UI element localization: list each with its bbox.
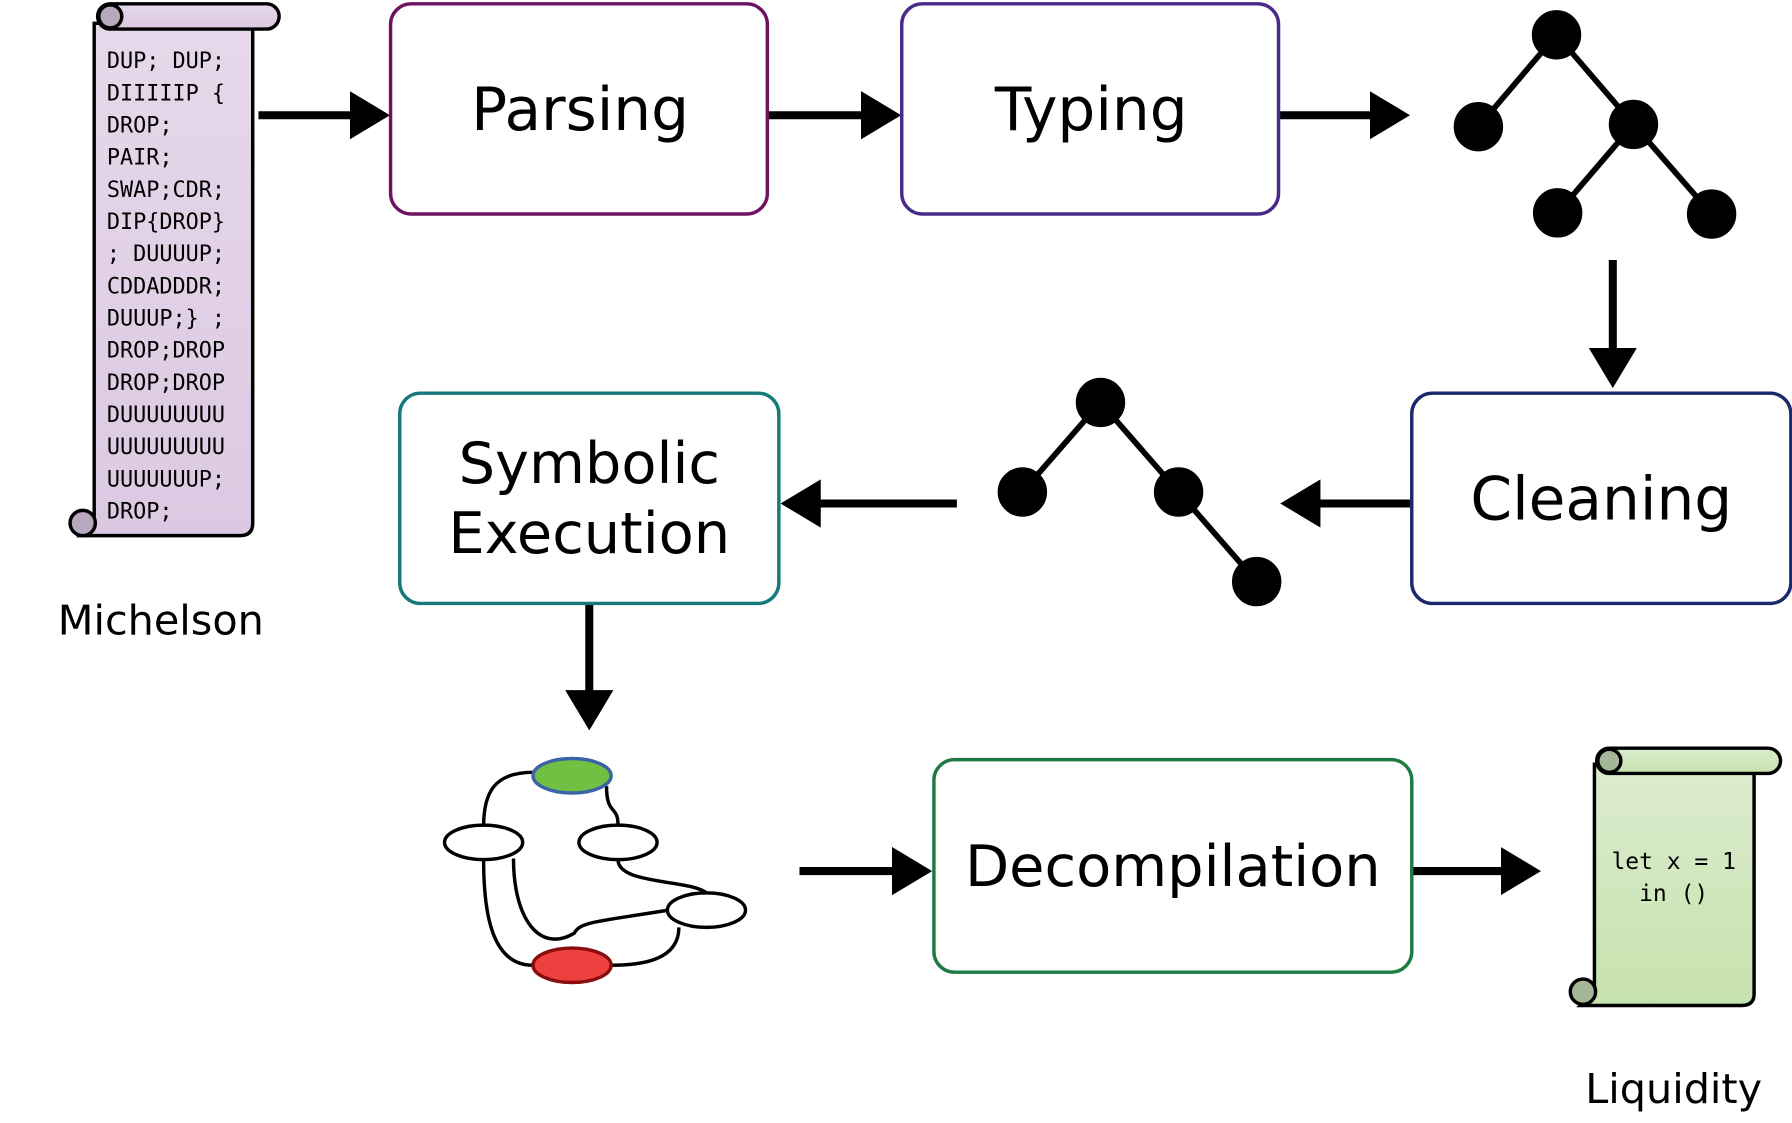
end-node bbox=[531, 946, 613, 985]
michelson-code-line: DROP; bbox=[107, 113, 173, 138]
control-flow-graph-icon bbox=[442, 756, 748, 985]
michelson-code-line: DIIIIIP { bbox=[107, 81, 225, 106]
cfg-node bbox=[577, 823, 659, 862]
michelson-code-line: DROP;DROP bbox=[107, 339, 225, 364]
cleaned-ast-tree-icon bbox=[997, 377, 1282, 607]
liquidity-scroll: let x = 1 in () bbox=[1568, 746, 1783, 1008]
michelson-code-line: DUUUP;} ; bbox=[107, 306, 225, 331]
decompilation-box: Decompilation bbox=[932, 757, 1414, 974]
parsing-label: Parsing bbox=[471, 76, 689, 145]
michelson-code-line: ; DUUUUP; bbox=[107, 242, 225, 267]
decompilation-label: Decompilation bbox=[965, 833, 1381, 900]
michelson-code-line: DIP{DROP} bbox=[107, 210, 225, 235]
cfg-node bbox=[665, 891, 748, 930]
liquidity-code-line: let x = 1 bbox=[1611, 849, 1735, 875]
flow-arrows bbox=[258, 91, 1637, 896]
michelson-code-line: CDDADDDR; bbox=[107, 274, 225, 299]
parsing-box: Parsing bbox=[388, 2, 770, 216]
michelson-code-line: UUUUUUUP; bbox=[107, 467, 225, 492]
typing-box: Typing bbox=[900, 2, 1281, 216]
michelson-code-line: DROP; bbox=[107, 499, 173, 524]
typing-label: Typing bbox=[994, 76, 1188, 145]
michelson-code-line: SWAP;CDR; bbox=[107, 178, 225, 203]
michelson-code-line: DUUUUUUUU bbox=[107, 403, 225, 428]
michelson-code-line: DUP; DUP; bbox=[107, 49, 225, 74]
michelson-code-line: PAIR; bbox=[107, 146, 173, 171]
michelson-scroll: DUP; DUP; DIIIIIP { DROP; PAIR; SWAP;CDR; DIP… bbox=[68, 2, 281, 538]
symbolic-label: Symbolic bbox=[459, 430, 720, 497]
liquidity-code-line: in () bbox=[1639, 881, 1708, 907]
typed-ast-tree-icon bbox=[1453, 10, 1737, 239]
michelson-code-line: UUUUUUUUU bbox=[107, 435, 225, 460]
michelson-code-line: DROP;DROP bbox=[107, 371, 225, 396]
michelson-label: Michelson bbox=[58, 596, 264, 644]
cleaning-label: Cleaning bbox=[1470, 466, 1732, 535]
symbolic-execution-box: Symbolic Execution bbox=[398, 391, 781, 606]
start-node bbox=[531, 756, 613, 795]
cleaning-box: Cleaning bbox=[1410, 391, 1792, 606]
execution-label: Execution bbox=[448, 500, 730, 567]
cfg-node bbox=[442, 823, 525, 862]
liquidity-label: Liquidity bbox=[1585, 1065, 1762, 1113]
